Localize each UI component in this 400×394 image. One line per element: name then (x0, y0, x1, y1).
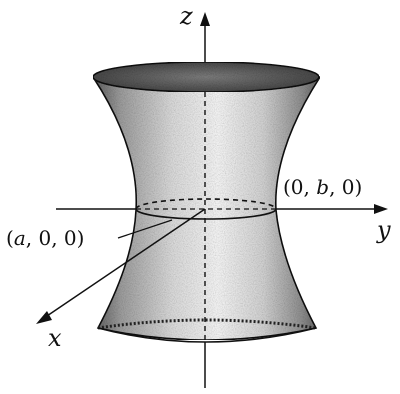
y-axis-arrowhead (374, 204, 388, 214)
top-rim-ellipse (92, 61, 320, 93)
waist-ellipse-front (135, 208, 277, 220)
bottom-rim-back (97, 318, 317, 330)
x-intercept-label: (a, 0, 0) (6, 226, 84, 250)
hyperboloid-surface (91, 66, 322, 341)
x-axis-label: x (48, 324, 62, 352)
x-axis (43, 208, 206, 319)
y-axis-label: y (376, 216, 391, 244)
z-axis-label: z (179, 2, 193, 30)
z-axis-arrowhead (200, 12, 210, 26)
x-intercept-leader (117, 219, 173, 239)
x-axis-arrowhead (36, 311, 52, 324)
bottom-rim-front (97, 327, 317, 343)
y-intercept-label: (0, b, 0) (283, 175, 362, 199)
waist-ellipse-back (135, 198, 277, 210)
